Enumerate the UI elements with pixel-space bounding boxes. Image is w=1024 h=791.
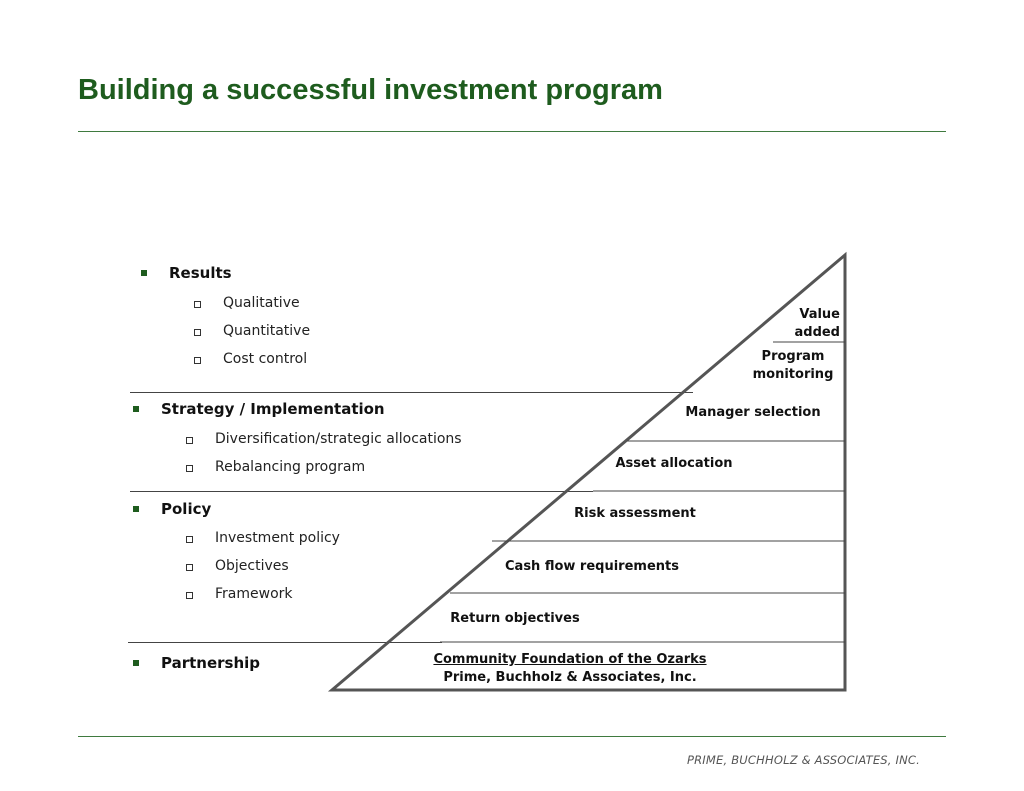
section-results: Results <box>141 264 232 282</box>
section-partnership: Partnership <box>133 654 261 672</box>
hollow-square-bullet-icon <box>186 536 193 543</box>
pyramid-outline <box>327 251 847 692</box>
footer-divider <box>78 736 946 737</box>
list-item: Rebalancing program <box>186 459 365 475</box>
list-item: Qualitative <box>194 295 300 311</box>
hollow-square-bullet-icon <box>186 465 193 472</box>
section-policy: Policy <box>133 500 212 518</box>
tier-value-added: Value added <box>794 307 840 340</box>
list-item: Investment policy <box>186 530 340 546</box>
footer-company: PRIME, BUCHHOLZ & ASSOCIATES, INC. <box>686 753 920 767</box>
section-divider <box>130 491 593 492</box>
hollow-square-bullet-icon <box>194 357 201 364</box>
section-strategy: Strategy / Implementation <box>133 400 385 418</box>
section-label: Strategy / Implementation <box>161 400 385 418</box>
tier-asset-allocation: Asset allocation <box>615 456 733 471</box>
section-label: Partnership <box>161 654 261 672</box>
hollow-square-bullet-icon <box>186 592 193 599</box>
bullet-square-icon <box>133 506 139 512</box>
page-title: Building a successful investment program <box>78 74 663 106</box>
bullet-square-icon <box>141 270 147 276</box>
section-label: Policy <box>161 500 212 518</box>
list-item: Quantitative <box>194 323 310 339</box>
tier-manager-selection: Manager selection <box>685 405 821 420</box>
tier-base-firm: Prime, Buchholz & Associates, Inc. <box>443 670 697 685</box>
list-item: Cost control <box>194 351 307 367</box>
list-item: Objectives <box>186 558 289 574</box>
list-item: Diversification/strategic allocations <box>186 431 462 447</box>
tier-program-monitoring: Program monitoring <box>752 349 834 382</box>
tier-cash-flow: Cash flow requirements <box>505 559 679 574</box>
bullet-square-icon <box>133 406 139 412</box>
tier-risk-assessment: Risk assessment <box>574 506 696 521</box>
hollow-square-bullet-icon <box>194 329 201 336</box>
hollow-square-bullet-icon <box>194 301 201 308</box>
section-divider <box>128 642 442 643</box>
title-divider <box>78 131 946 132</box>
section-divider <box>130 392 693 393</box>
hollow-square-bullet-icon <box>186 564 193 571</box>
tier-base-partner: Community Foundation of the Ozarks <box>433 652 707 667</box>
tier-return-objectives: Return objectives <box>450 611 580 626</box>
bullet-square-icon <box>133 660 139 666</box>
section-label: Results <box>169 264 232 282</box>
list-item: Framework <box>186 586 293 602</box>
hollow-square-bullet-icon <box>186 437 193 444</box>
